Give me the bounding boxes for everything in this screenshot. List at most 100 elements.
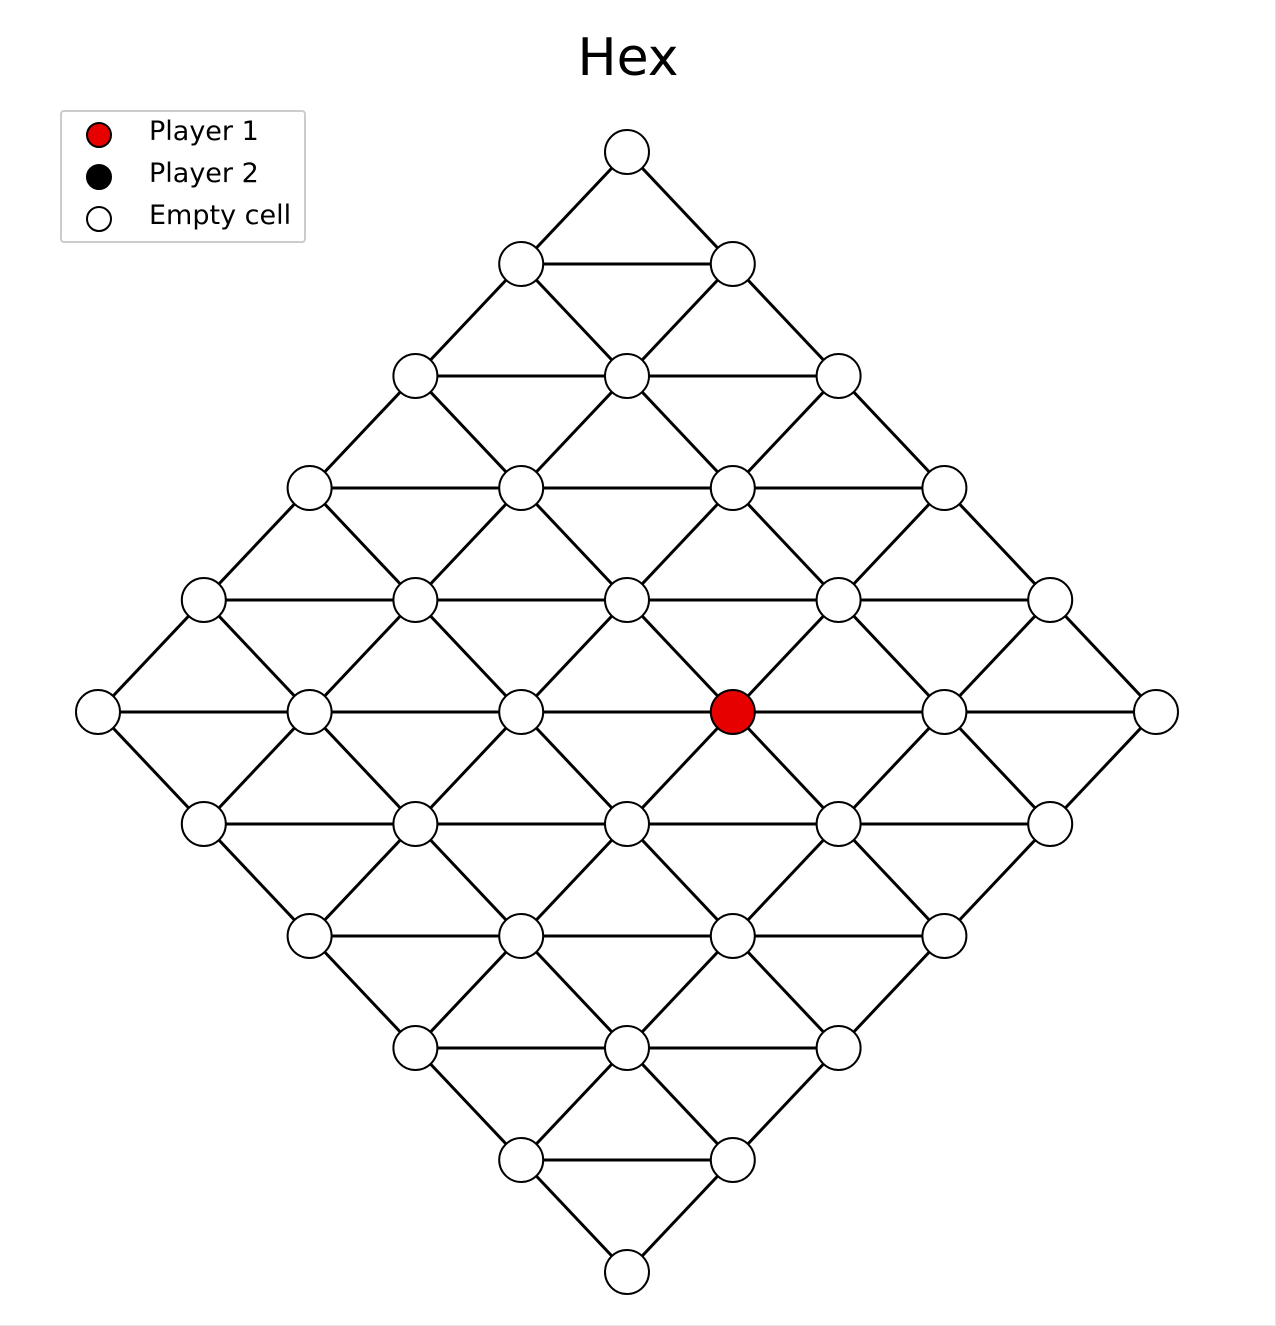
hex-cell-2-5[interactable] — [921, 913, 968, 959]
game-title: Hex — [577, 28, 679, 88]
board-edge — [96, 598, 205, 714]
hex-cell-3-1[interactable] — [392, 577, 439, 623]
board-edge — [625, 822, 734, 938]
hex-cell-3-0[interactable] — [286, 465, 333, 511]
hex-cell-0-0[interactable] — [604, 129, 650, 175]
hex-cell-1-4[interactable] — [921, 689, 968, 735]
board-edge — [308, 934, 417, 1050]
board-edge — [520, 598, 629, 714]
board-edge — [520, 1046, 629, 1162]
hex-cell-3-5[interactable] — [815, 1025, 862, 1071]
board-edge — [414, 934, 523, 1050]
player2-marker-icon — [86, 164, 112, 190]
hex-cell-0-5[interactable] — [1133, 689, 1179, 735]
board-edge — [520, 710, 629, 826]
board-edge — [731, 934, 840, 1050]
board-edge — [625, 934, 734, 1050]
board-edge — [520, 822, 629, 938]
hex-cell-4-0[interactable] — [180, 577, 227, 623]
hex-cell-1-1[interactable] — [604, 353, 650, 399]
hex-cell-5-5[interactable] — [604, 1249, 650, 1295]
legend-label: Player 2 — [149, 158, 259, 189]
board-edge — [308, 598, 417, 714]
legend-label: Player 1 — [149, 116, 259, 147]
hex-cell-0-3[interactable] — [921, 465, 968, 511]
empty-cell-marker-icon — [86, 206, 112, 232]
legend-label: Empty cell — [149, 200, 292, 231]
board-edge — [520, 1158, 629, 1274]
board-edge — [202, 822, 311, 938]
hex-cell-5-3[interactable] — [392, 1025, 439, 1071]
hex-cell-2-3[interactable] — [709, 689, 756, 735]
board-edge — [731, 486, 840, 602]
hex-cell-4-3[interactable] — [498, 913, 545, 959]
hex-cell-0-4[interactable] — [1027, 577, 1074, 623]
board-edges — [96, 150, 1158, 1274]
board-edge — [943, 710, 1052, 826]
board-edge — [731, 262, 840, 378]
board-edge — [308, 710, 417, 826]
board-edge — [943, 822, 1052, 938]
board-edge — [202, 598, 311, 714]
board-edge — [414, 598, 523, 714]
hex-cell-2-2[interactable] — [604, 577, 650, 623]
board-edge — [202, 486, 311, 602]
board-edge — [731, 1046, 840, 1162]
hex-cell-3-4[interactable] — [709, 913, 756, 959]
board-edge — [837, 934, 946, 1050]
hex-cell-3-3[interactable] — [604, 801, 650, 847]
board-cells — [75, 129, 1179, 1295]
board-edge — [625, 598, 734, 714]
hex-cell-5-2[interactable] — [286, 913, 333, 959]
hex-cell-4-4[interactable] — [604, 1025, 650, 1071]
hex-cell-4-5[interactable] — [709, 1137, 756, 1183]
board-edge — [625, 262, 734, 378]
board-edge — [837, 374, 946, 490]
hex-cell-2-4[interactable] — [815, 801, 862, 847]
hex-cell-5-4[interactable] — [498, 1137, 545, 1183]
board-edge — [837, 486, 946, 602]
board-edge — [943, 486, 1052, 602]
board-edge — [414, 374, 523, 490]
board-edge — [731, 598, 840, 714]
hex-cell-0-2[interactable] — [815, 353, 862, 399]
hex-cell-5-1[interactable] — [180, 801, 227, 847]
board-edge — [837, 598, 946, 714]
board-edge — [308, 374, 417, 490]
board-edge — [625, 1046, 734, 1162]
board-edge — [837, 710, 946, 826]
board-edge — [520, 374, 629, 490]
board-edge — [414, 486, 523, 602]
board-edge — [625, 1158, 734, 1274]
board-edge — [520, 150, 629, 266]
board-edge — [414, 262, 523, 378]
board-edge — [520, 262, 629, 378]
board-edge — [414, 710, 523, 826]
hex-cell-1-3[interactable] — [815, 577, 862, 623]
hex-cell-2-0[interactable] — [392, 353, 439, 399]
board-edge — [308, 486, 417, 602]
board-edge — [625, 710, 734, 826]
hex-cell-1-5[interactable] — [1027, 801, 1074, 847]
board-edge — [731, 710, 840, 826]
hex-cell-5-0[interactable] — [75, 689, 121, 735]
board-edge — [943, 598, 1052, 714]
hex-cell-1-0[interactable] — [498, 241, 545, 287]
board-edge — [625, 374, 734, 490]
hex-cell-3-2[interactable] — [498, 689, 545, 735]
board-edge — [202, 710, 311, 826]
hex-cell-0-1[interactable] — [709, 241, 756, 287]
board-edge — [520, 934, 629, 1050]
hex-cell-4-1[interactable] — [286, 689, 333, 735]
hex-cell-4-2[interactable] — [392, 801, 439, 847]
board-edge — [414, 1046, 523, 1162]
board-edge — [837, 822, 946, 938]
board-edge — [1049, 598, 1158, 714]
hex-cell-1-2[interactable] — [709, 465, 756, 511]
board-edge — [308, 822, 417, 938]
board-edge — [731, 374, 840, 490]
hex-cell-2-1[interactable] — [498, 465, 545, 511]
board-edge — [414, 822, 523, 938]
